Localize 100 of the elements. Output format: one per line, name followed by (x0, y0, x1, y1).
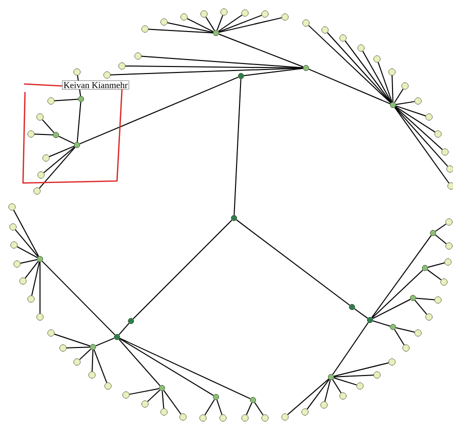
link-line (395, 106, 436, 133)
link-line (306, 378, 330, 410)
leaf-node (357, 44, 365, 52)
hub-node (390, 324, 396, 330)
leaf-node (356, 382, 364, 390)
link-line (218, 14, 262, 32)
leaf-node (401, 82, 409, 90)
link-line (94, 349, 108, 384)
leaf-node (219, 414, 227, 422)
link-line (129, 388, 160, 395)
hub-node (302, 64, 310, 72)
hub-node (90, 344, 96, 350)
leaf-node (220, 8, 228, 16)
leaf-node (441, 148, 449, 156)
leaf-node (36, 113, 44, 121)
leaf-node (414, 97, 422, 105)
hub-node (158, 384, 166, 392)
leaf-node (200, 10, 208, 18)
hub-node (74, 142, 80, 148)
leaf-node (440, 278, 448, 286)
link-line (110, 68, 304, 76)
link-line (371, 234, 432, 318)
link-line (244, 68, 304, 76)
link-line (435, 224, 447, 232)
link-line (13, 210, 40, 257)
link-line (344, 40, 392, 104)
link-line (31, 261, 40, 296)
leaf-node (444, 258, 452, 266)
leaf-node (281, 13, 289, 21)
leaf-node (42, 154, 50, 162)
leaf-node (373, 371, 381, 379)
link-line (392, 75, 394, 102)
leaf-node (446, 165, 453, 173)
link-line (372, 320, 391, 327)
leaf-node (199, 414, 207, 422)
leaf-node (73, 358, 81, 366)
link-line (332, 379, 342, 394)
link-line (20, 259, 38, 264)
leaf-node (320, 401, 328, 409)
hub-node (52, 132, 60, 138)
link-line (324, 379, 331, 402)
link-line (372, 270, 424, 318)
link-line (141, 56, 304, 68)
link-line (79, 348, 92, 360)
hub-node (36, 256, 44, 262)
hub-node (128, 318, 134, 324)
link-line (118, 338, 160, 386)
link-line (43, 146, 76, 174)
hub-node (230, 214, 238, 222)
link-line (332, 322, 369, 375)
link-line (394, 88, 404, 103)
leaf-node (27, 295, 35, 303)
link-line (42, 119, 54, 134)
leaf-node (141, 400, 149, 408)
link-line (66, 346, 90, 348)
leaf-node (160, 18, 168, 26)
link-line (414, 300, 428, 315)
link-line (34, 134, 54, 136)
link-line (308, 68, 391, 104)
hub-node (430, 230, 436, 236)
leaf-node (241, 414, 249, 422)
leaf-node (37, 171, 45, 179)
leaf-node (180, 13, 188, 21)
hub-node (212, 30, 220, 36)
hub-node (212, 394, 220, 400)
leaf-node (33, 187, 41, 195)
link-line (395, 327, 416, 333)
leaf-node (8, 203, 16, 211)
link-line (42, 260, 116, 336)
hub-node (238, 72, 244, 80)
hub-node (328, 374, 334, 380)
link-line (378, 62, 392, 103)
leaf-node (402, 344, 410, 352)
link-line (163, 390, 182, 415)
leaf-node (19, 277, 27, 285)
leaf-node (122, 391, 130, 399)
leaf-node (434, 130, 442, 138)
link-line (166, 22, 214, 33)
link-line (132, 220, 232, 320)
link-line (246, 402, 252, 416)
link-line (326, 32, 392, 104)
link-line (427, 262, 446, 268)
leaf-node (73, 68, 81, 76)
link-line (426, 269, 442, 280)
leaf-node (261, 10, 269, 18)
link-line (92, 350, 94, 372)
link-line (218, 34, 304, 68)
link-line (79, 76, 239, 144)
link-line (118, 322, 130, 336)
leaf-node (425, 113, 433, 121)
hub-node (348, 304, 356, 310)
link-line (333, 377, 358, 386)
leaf-node (301, 408, 309, 416)
leaf-node (88, 371, 96, 379)
link-line (394, 329, 405, 346)
link-line (147, 390, 160, 402)
leaf-node (118, 62, 126, 70)
tooltip-label: Keivan Kianmehr (62, 80, 130, 90)
leaf-node (134, 52, 142, 60)
leaf-node (434, 296, 442, 304)
